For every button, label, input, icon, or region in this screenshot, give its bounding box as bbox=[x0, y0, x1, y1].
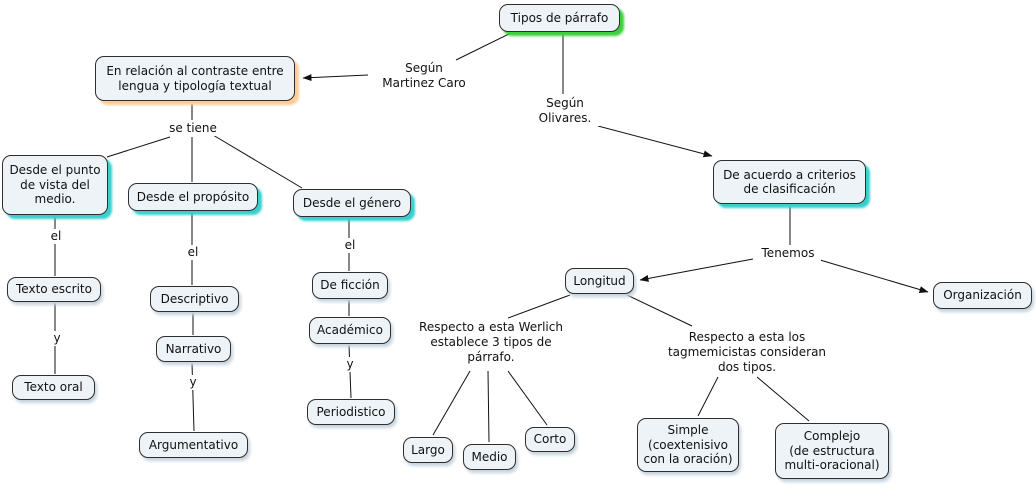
edge-label-el-genero[interactable]: el bbox=[341, 238, 359, 253]
edge-label-se-tiene[interactable]: se tiene bbox=[164, 121, 222, 136]
node-label: Narrativo bbox=[165, 341, 222, 356]
node-label: De ficción bbox=[320, 278, 380, 293]
edge-label-tagmemicistas[interactable]: Respecto a esta los tagmemicistas consid… bbox=[658, 330, 836, 375]
node-desde-el-proposito[interactable]: Desde el propósito bbox=[128, 183, 258, 211]
node-label: Desde el propósito bbox=[136, 189, 250, 204]
node-label: Organización bbox=[943, 288, 1022, 303]
node-relacion-lengua-tipologia[interactable]: En relación al contraste entre lengua y … bbox=[95, 56, 295, 101]
edge-label-y-proposito[interactable]: y bbox=[184, 375, 202, 390]
node-label: En relación al contraste entre lengua y … bbox=[106, 64, 284, 93]
node-label: Académico bbox=[317, 323, 383, 338]
node-label: Periodistico bbox=[316, 404, 386, 419]
node-medio[interactable]: Medio bbox=[463, 444, 516, 470]
edge-label-segun-martinez[interactable]: Según Martinez Caro bbox=[368, 61, 480, 91]
node-periodistico[interactable]: Periodistico bbox=[307, 399, 395, 425]
edge-label-segun-olivares[interactable]: Según Olivares. bbox=[528, 96, 602, 126]
node-tipos-de-parrafo[interactable]: Tipos de párrafo bbox=[499, 4, 620, 32]
node-label: Desde el género bbox=[302, 195, 402, 210]
node-argumentativo[interactable]: Argumentativo bbox=[139, 432, 248, 458]
edge-label-el-proposito[interactable]: el bbox=[184, 245, 202, 260]
node-label: Complejo (de estructura multi-oracional) bbox=[784, 429, 880, 473]
node-label: Desde el punto de vista del medio. bbox=[9, 163, 101, 207]
node-label: Simple (coextenisivo con la oración) bbox=[643, 423, 733, 467]
node-complejo-multioracional[interactable]: Complejo (de estructura multi-oracional) bbox=[775, 423, 889, 479]
node-label: Medio bbox=[471, 449, 508, 464]
node-longitud[interactable]: Longitud bbox=[565, 268, 634, 294]
node-corto[interactable]: Corto bbox=[525, 427, 575, 452]
edge-label-y-genero[interactable]: y bbox=[341, 357, 359, 372]
node-simple-coextensivo[interactable]: Simple (coextenisivo con la oración) bbox=[637, 418, 739, 472]
node-label: Corto bbox=[533, 432, 567, 447]
edge-label-werlich[interactable]: Respecto a esta Werlich establece 3 tipo… bbox=[408, 320, 574, 365]
node-descriptivo[interactable]: Descriptivo bbox=[150, 286, 239, 312]
node-criterios-clasificacion[interactable]: De acuerdo a criterios de clasificación bbox=[713, 160, 866, 204]
node-texto-escrito[interactable]: Texto escrito bbox=[7, 277, 101, 302]
node-organizacion[interactable]: Organización bbox=[933, 282, 1032, 309]
edge-label-tenemos[interactable]: Tenemos bbox=[755, 246, 821, 261]
node-label: Argumentativo bbox=[148, 437, 239, 452]
node-desde-el-genero[interactable]: Desde el género bbox=[293, 189, 411, 217]
node-label: Texto escrito bbox=[16, 282, 92, 297]
node-narrativo[interactable]: Narrativo bbox=[156, 336, 231, 362]
node-punto-de-vista-medio[interactable]: Desde el punto de vista del medio. bbox=[2, 155, 108, 215]
node-academico[interactable]: Académico bbox=[309, 317, 391, 344]
node-label: Texto oral bbox=[24, 380, 83, 395]
edge-label-y-medio[interactable]: y bbox=[48, 331, 66, 346]
node-texto-oral[interactable]: Texto oral bbox=[12, 375, 95, 400]
node-de-ficcion[interactable]: De ficción bbox=[312, 272, 388, 299]
node-label: De acuerdo a criterios de clasificación bbox=[723, 167, 856, 197]
node-largo[interactable]: Largo bbox=[403, 437, 453, 463]
node-label: Tipos de párrafo bbox=[510, 10, 609, 25]
node-label: Largo bbox=[411, 442, 445, 457]
edge-label-el-medio[interactable]: el bbox=[47, 229, 65, 244]
node-label: Descriptivo bbox=[160, 291, 229, 306]
node-label: Longitud bbox=[573, 273, 626, 288]
